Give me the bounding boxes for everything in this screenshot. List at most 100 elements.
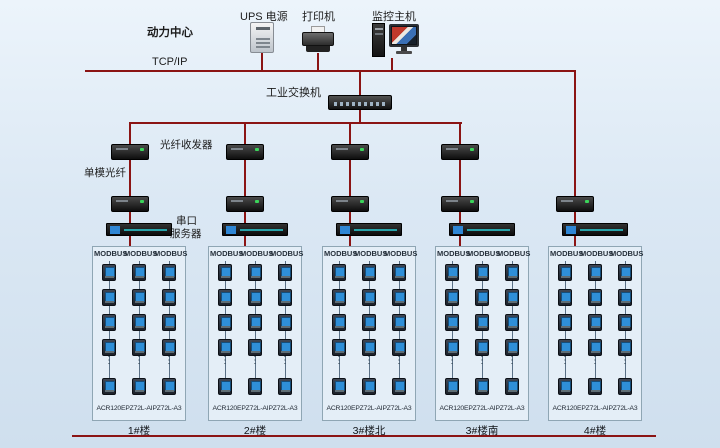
ellipsis-dots: ⋮ — [507, 355, 517, 366]
meter-icon — [505, 378, 519, 395]
meter-icon — [618, 378, 632, 395]
meter-icon — [278, 314, 292, 331]
power-center-label: 动力中心 — [147, 27, 193, 39]
meter-icon — [332, 289, 346, 306]
meter-icon — [445, 314, 459, 331]
group5-drop-wire — [574, 70, 576, 197]
meter-icon — [475, 378, 489, 395]
group-name-label: 1#楼 — [127, 425, 151, 437]
meter-icon — [475, 289, 489, 306]
wire — [244, 236, 246, 246]
ellipsis-dots: ⋮ — [394, 355, 404, 366]
meter-icon — [475, 339, 489, 356]
ellipsis-dots: ⋮ — [447, 355, 457, 366]
modbus-label: MODBUS — [240, 249, 274, 258]
meter-icon — [278, 339, 292, 356]
meter-icon — [278, 289, 292, 306]
meter-icon — [445, 289, 459, 306]
meter-icon — [392, 339, 406, 356]
meter-icon — [445, 378, 459, 395]
meter-icon — [132, 378, 146, 395]
meter-icon — [248, 314, 262, 331]
ups-icon — [250, 22, 274, 53]
meter-icon — [588, 264, 602, 281]
meter-icon — [618, 264, 632, 281]
monitor-host-icon — [372, 21, 420, 59]
printer-tray — [306, 46, 330, 52]
meter-icon — [332, 264, 346, 281]
meter-icon — [445, 339, 459, 356]
serial-server-label-line2: 服务器 — [170, 228, 202, 240]
meter-icon — [248, 264, 262, 281]
modbus-label: MODBUS — [610, 249, 644, 258]
meter-icon — [102, 314, 116, 331]
meter-icon — [505, 264, 519, 281]
meter-icon — [248, 289, 262, 306]
modbus-label: MODBUS — [210, 249, 244, 258]
meter-icon — [392, 289, 406, 306]
single-mode-fiber-wire — [244, 160, 246, 196]
serial-server-icon — [106, 223, 172, 236]
meter-icon — [218, 314, 232, 331]
wire — [129, 236, 131, 246]
fiber-transceiver-icon — [331, 144, 369, 160]
meter-icon — [132, 339, 146, 356]
meter-icon — [162, 339, 176, 356]
serial-server-icon — [222, 223, 288, 236]
serial-server-icon — [336, 223, 402, 236]
modbus-label: MODBUS — [154, 249, 188, 258]
single-mode-fiber-label: 单模光纤 — [84, 167, 126, 179]
meter-icon — [558, 289, 572, 306]
distribution-bus-wire — [129, 122, 462, 124]
wire — [574, 236, 576, 246]
fiber-transceiver-icon — [441, 144, 479, 160]
meter-icon — [392, 264, 406, 281]
host-drop-wire — [391, 58, 393, 70]
meter-icon — [588, 378, 602, 395]
monitor-base — [396, 51, 412, 54]
monitor-stand — [401, 47, 407, 51]
wire — [574, 212, 576, 223]
wire — [129, 122, 131, 144]
fiber-transceiver-label: 光纤收发器 — [160, 139, 213, 151]
ellipsis-dots: ⋮ — [477, 355, 487, 366]
meter-icon — [558, 378, 572, 395]
wire — [459, 122, 461, 144]
switch-downlink-wire — [359, 110, 361, 122]
meter-icon — [332, 314, 346, 331]
meter-icon — [505, 314, 519, 331]
modbus-label: MODBUS — [437, 249, 471, 258]
meter-icon — [332, 339, 346, 356]
modbus-label: MODBUS — [384, 249, 418, 258]
device-model-label: ACR120EPZ72L-AIPZ72L-A3 — [212, 405, 298, 412]
meter-icon — [558, 264, 572, 281]
modbus-label: MODBUS — [270, 249, 304, 258]
ellipsis-dots: ⋮ — [220, 355, 230, 366]
industrial-switch-icon — [328, 95, 392, 110]
meter-icon — [362, 378, 376, 395]
fiber-transceiver-icon — [331, 196, 369, 212]
wire — [244, 212, 246, 223]
meter-icon — [362, 264, 376, 281]
group-name-label: 2#楼 — [243, 425, 267, 437]
modbus-label: MODBUS — [580, 249, 614, 258]
meter-icon — [505, 339, 519, 356]
fiber-transceiver-icon — [226, 196, 264, 212]
meter-icon — [162, 378, 176, 395]
ellipsis-dots: ⋮ — [620, 355, 630, 366]
ellipsis-dots: ⋮ — [104, 355, 114, 366]
device-model-label: ACR120EPZ72L-AIPZ72L-A3 — [439, 405, 525, 412]
modbus-label: MODBUS — [467, 249, 501, 258]
printer-drop-wire — [317, 53, 319, 70]
ellipsis-dots: ⋮ — [164, 355, 174, 366]
meter-icon — [362, 289, 376, 306]
group-name-label: 3#楼南 — [465, 425, 499, 437]
meter-icon — [218, 339, 232, 356]
tcpip-label: TCP/IP — [152, 56, 188, 68]
meter-icon — [475, 314, 489, 331]
serial-server-label-line1: 串口 — [176, 215, 197, 227]
ellipsis-dots: ⋮ — [590, 355, 600, 366]
